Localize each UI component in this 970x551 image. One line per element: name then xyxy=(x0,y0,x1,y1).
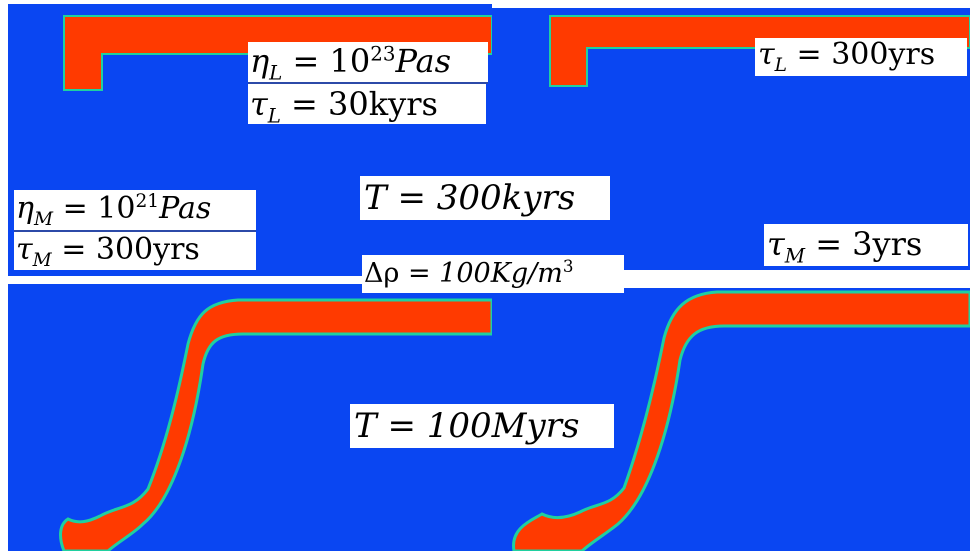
eta-unit: Pas xyxy=(159,191,211,226)
eta-symbol: η xyxy=(250,42,269,80)
time-bottom-label: T = 100Myrs xyxy=(350,404,614,448)
eta-exponent: 23 xyxy=(370,42,395,65)
eta-M-label: ηM = 1021Pas xyxy=(14,190,256,230)
delta-rho-symbol: Δρ xyxy=(364,258,399,289)
tau-M-right-label: τM = 3yrs xyxy=(764,224,968,266)
eta-value: = 10 xyxy=(293,42,371,80)
tau-symbol: τ xyxy=(16,232,33,267)
tau-subscript: M xyxy=(785,244,805,267)
eta-exponent: 21 xyxy=(135,191,159,212)
tau-symbol: τ xyxy=(767,225,785,263)
eta-unit: Pas xyxy=(395,42,451,80)
eta-value: = 10 xyxy=(63,191,136,226)
tau-value: = 300yrs xyxy=(61,232,200,267)
eta-symbol: η xyxy=(16,191,34,226)
tau-value: = 3yrs xyxy=(815,225,922,263)
tau-symbol: τ xyxy=(758,37,775,72)
eta-subscript: L xyxy=(269,61,282,84)
tau-L-left-label: τL = 30kyrs xyxy=(248,84,486,124)
time-value: T = 300kyrs xyxy=(364,178,575,218)
eta-subscript: M xyxy=(34,209,53,230)
tau-subscript: L xyxy=(775,55,787,76)
tau-value: = 30kyrs xyxy=(291,85,438,123)
tau-value: = 300yrs xyxy=(797,37,936,72)
tau-M-left-label: τM = 300yrs xyxy=(14,232,256,270)
time-top-label: T = 300kyrs xyxy=(360,176,610,220)
delta-rho-exponent: 3 xyxy=(563,256,574,276)
tau-symbol: τ xyxy=(250,85,268,123)
time-value: T = 100Myrs xyxy=(354,406,579,446)
tau-L-right-label: τL = 300yrs xyxy=(755,38,967,76)
delta-rho-label: Δρ = 100Kg/m3 xyxy=(362,255,624,293)
delta-rho-value: = 100Kg/m xyxy=(408,258,563,289)
eta-L-label: ηL = 1023Pas xyxy=(248,42,488,82)
tau-subscript: L xyxy=(268,104,281,127)
tau-subscript: M xyxy=(33,250,52,271)
